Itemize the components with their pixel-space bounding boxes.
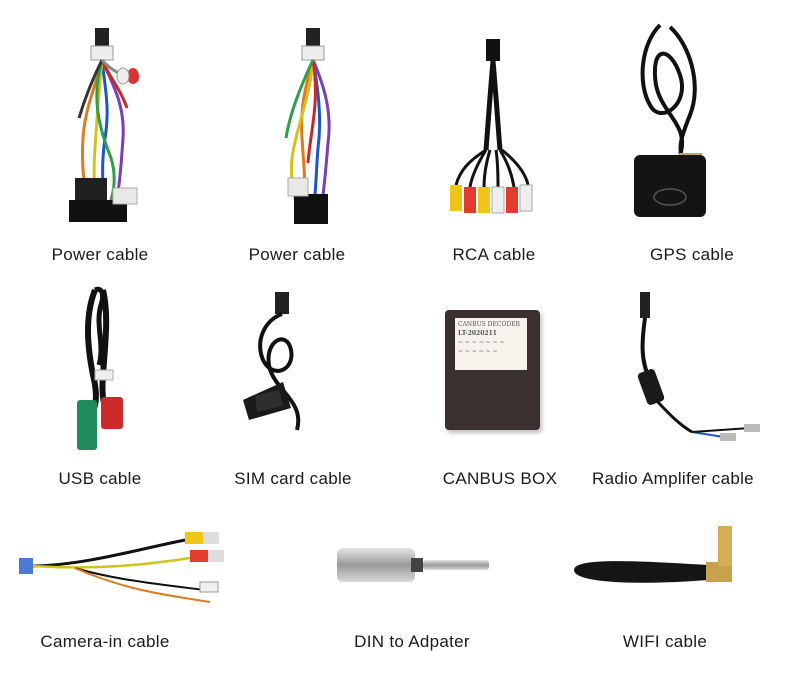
canbus-sticker-line: ~ ~ ~ ~ ~ ~ xyxy=(458,348,498,355)
canbus-sticker-line: ~ ~ ~ ~ ~ ~ ~ xyxy=(458,339,505,346)
gps-antenna-icon xyxy=(634,23,706,217)
product-label: Radio Amplifer cable xyxy=(592,469,754,488)
wifi-antenna-icon xyxy=(574,526,732,583)
product-label: DIN to Adpater xyxy=(354,632,470,651)
product-label: Power cable xyxy=(248,245,346,264)
canbus-sticker-line: CANBUS DECODER xyxy=(458,321,521,328)
product-label: SIM card cable xyxy=(234,469,352,488)
product-label: CANBUS BOX xyxy=(442,469,558,488)
rca-cable-icon xyxy=(450,39,533,214)
product-label: RCA cable xyxy=(452,245,536,264)
usb-cable-icon xyxy=(77,286,123,450)
canbus-sticker-line: LT-2020211 xyxy=(458,330,497,337)
sim-card-cable-icon xyxy=(243,292,301,431)
product-label: Power cable xyxy=(51,245,149,264)
power-harness-icon xyxy=(69,28,140,222)
radio-amplifier-cable-icon xyxy=(637,292,760,441)
power-harness-icon xyxy=(284,28,331,224)
product-label: Camera-in cable xyxy=(40,632,170,651)
camera-in-cable-icon xyxy=(19,532,224,603)
din-adapter-icon xyxy=(337,548,489,582)
product-label: WIFI cable xyxy=(622,632,708,651)
product-label: USB cable xyxy=(58,469,142,488)
canbus-box-icon: CANBUS DECODER LT-2020211 ~ ~ ~ ~ ~ ~ ~ … xyxy=(445,310,540,430)
canbus-sticker: CANBUS DECODER LT-2020211 ~ ~ ~ ~ ~ ~ ~ … xyxy=(455,318,527,370)
product-label: GPS cable xyxy=(650,245,734,264)
